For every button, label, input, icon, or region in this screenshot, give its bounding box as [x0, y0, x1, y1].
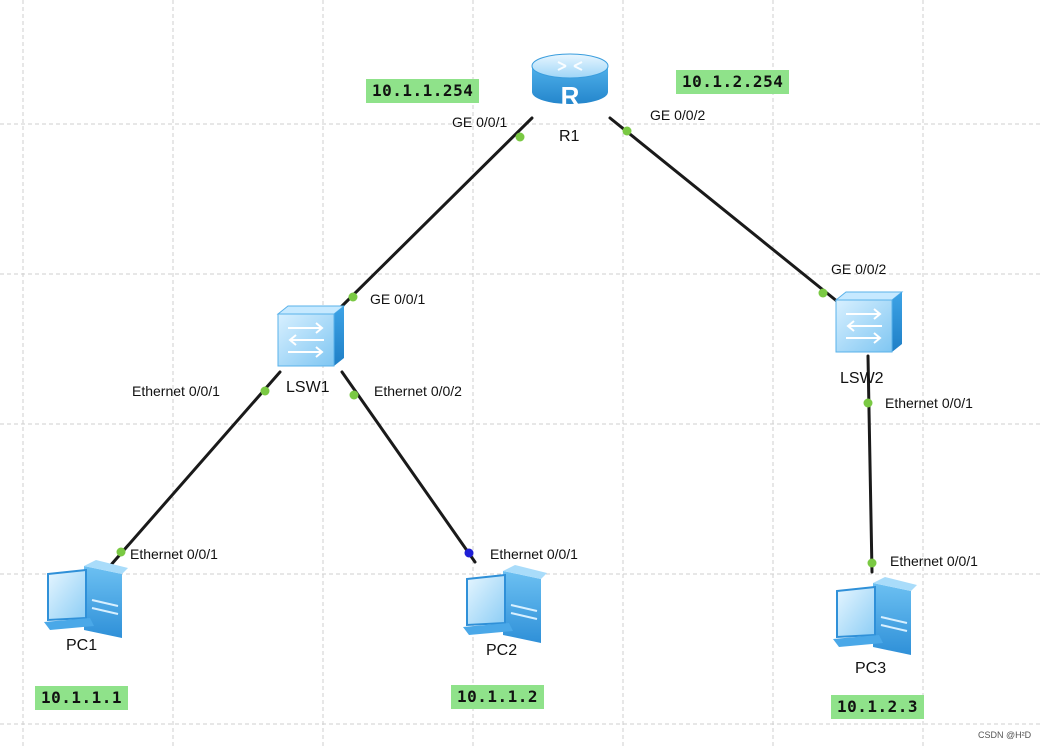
port-label-r1-ge001: GE 0/0/1 [452, 114, 508, 130]
port-dot-r1-ge001 [515, 132, 525, 142]
device-label-r1: R1 [559, 128, 580, 145]
ip-label-r1-ge001: 10.1.1.254 [366, 79, 480, 103]
port-dot-pc1-eth001 [116, 547, 126, 557]
port-dot-lsw2-ge002 [818, 288, 828, 298]
port-label-pc1-eth001: Ethernet 0/0/1 [130, 546, 218, 562]
pc-icon[interactable] [833, 577, 917, 655]
pc-icon[interactable] [463, 565, 547, 643]
device-label-lsw1: LSW1 [286, 379, 330, 396]
port-label-lsw1-ge001: GE 0/0/1 [370, 291, 426, 307]
svg-text:R: R [561, 81, 580, 111]
ip-label-pc1: 10.1.1.1 [35, 686, 129, 710]
port-label-pc3-eth001: Ethernet 0/0/1 [890, 553, 978, 569]
port-dot-lsw2-eth001 [863, 398, 873, 408]
ip-label-pc3: 10.1.2.3 [831, 695, 925, 719]
port-dot-lsw1-eth001 [260, 386, 270, 396]
port-label-lsw2-ge002: GE 0/0/2 [831, 261, 887, 277]
port-dot-pc3-eth001 [867, 558, 877, 568]
link-r1-lsw2 [608, 116, 840, 304]
port-label-r1-ge002: GE 0/0/2 [650, 107, 706, 123]
pc-icon[interactable] [44, 560, 128, 638]
device-label-lsw2: LSW2 [840, 370, 884, 387]
link-lsw2-pc3 [866, 354, 874, 574]
link-lsw1-pc2 [340, 370, 477, 564]
port-dot-lsw1-ge001 [348, 292, 358, 302]
port-dot-pc2-eth001 [464, 548, 474, 558]
switch-icon[interactable] [276, 305, 346, 367]
link-lsw1-pc1 [108, 370, 282, 568]
port-dot-lsw1-eth002 [349, 390, 359, 400]
port-label-pc2-eth001: Ethernet 0/0/1 [490, 546, 578, 562]
port-dot-r1-ge002 [622, 126, 632, 136]
port-indicators [116, 126, 877, 568]
ip-label-pc2: 10.1.1.2 [451, 685, 545, 709]
device-label-pc1: PC1 [66, 637, 98, 654]
port-label-lsw1-eth002: Ethernet 0/0/2 [374, 383, 462, 399]
switch-icon[interactable] [834, 291, 904, 353]
watermark: CSDN @H²D [978, 730, 1032, 740]
ip-label-r1-ge002: 10.1.2.254 [676, 70, 790, 94]
link-r1-lsw1 [338, 116, 534, 310]
links [108, 116, 874, 574]
device-label-pc3: PC3 [855, 660, 887, 677]
port-label-lsw2-eth001: Ethernet 0/0/1 [885, 395, 973, 411]
router-icon[interactable]: R [531, 53, 609, 111]
port-label-lsw1-eth001: Ethernet 0/0/1 [132, 383, 220, 399]
device-label-pc2: PC2 [486, 642, 518, 659]
